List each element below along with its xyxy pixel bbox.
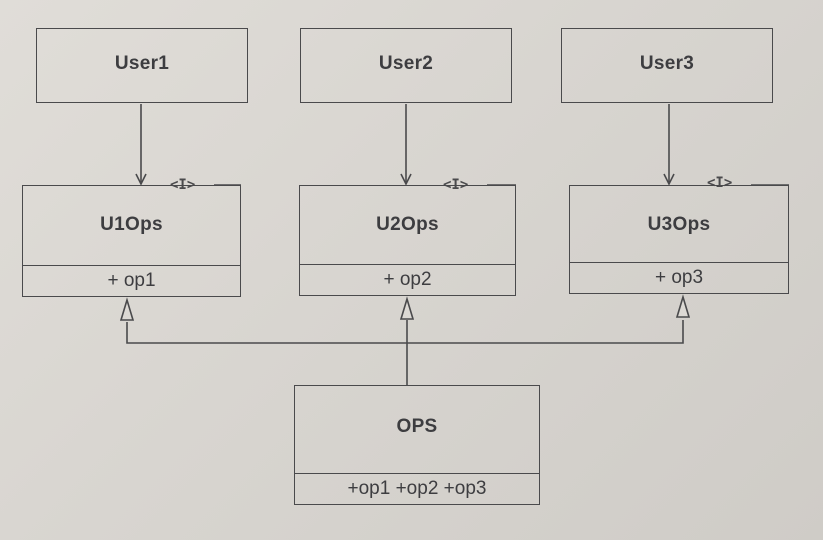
u3ops-operation: + op3 (570, 262, 788, 293)
ops-name: OPS (396, 416, 438, 437)
u1ops-operation: + op1 (23, 265, 240, 296)
user1-name: User1 (114, 53, 170, 74)
u3ops-interface-box: U3Ops + op3 (569, 185, 789, 294)
u2ops-interface-box: U2Ops + op2 (299, 185, 516, 296)
u1ops-name: U1Ops (100, 214, 163, 235)
user3-box: User3 (561, 28, 773, 103)
user1-box: User1 (36, 28, 248, 103)
u1ops-stereotype: <I> (170, 177, 196, 193)
user2-box: User2 (300, 28, 512, 103)
u2ops-operation: + op2 (300, 264, 515, 295)
u2ops-name: U2Ops (376, 214, 439, 235)
user2-name: User2 (378, 53, 434, 74)
ops-operations: +op1 +op2 +op3 (295, 473, 539, 504)
ops-class-box: OPS +op1 +op2 +op3 (294, 385, 540, 505)
u1ops-interface-box: U1Ops + op1 (22, 185, 241, 297)
u3ops-name: U3Ops (647, 214, 711, 235)
user3-name: User3 (639, 53, 695, 74)
u3ops-stereotype: <I> (707, 175, 733, 191)
realization-line (126, 320, 684, 344)
realization-head-u1ops (119, 297, 135, 321)
u2ops-stereotype: <I> (443, 177, 469, 193)
realization-head-u3ops (675, 294, 691, 318)
realization-head-u2ops (399, 296, 415, 320)
